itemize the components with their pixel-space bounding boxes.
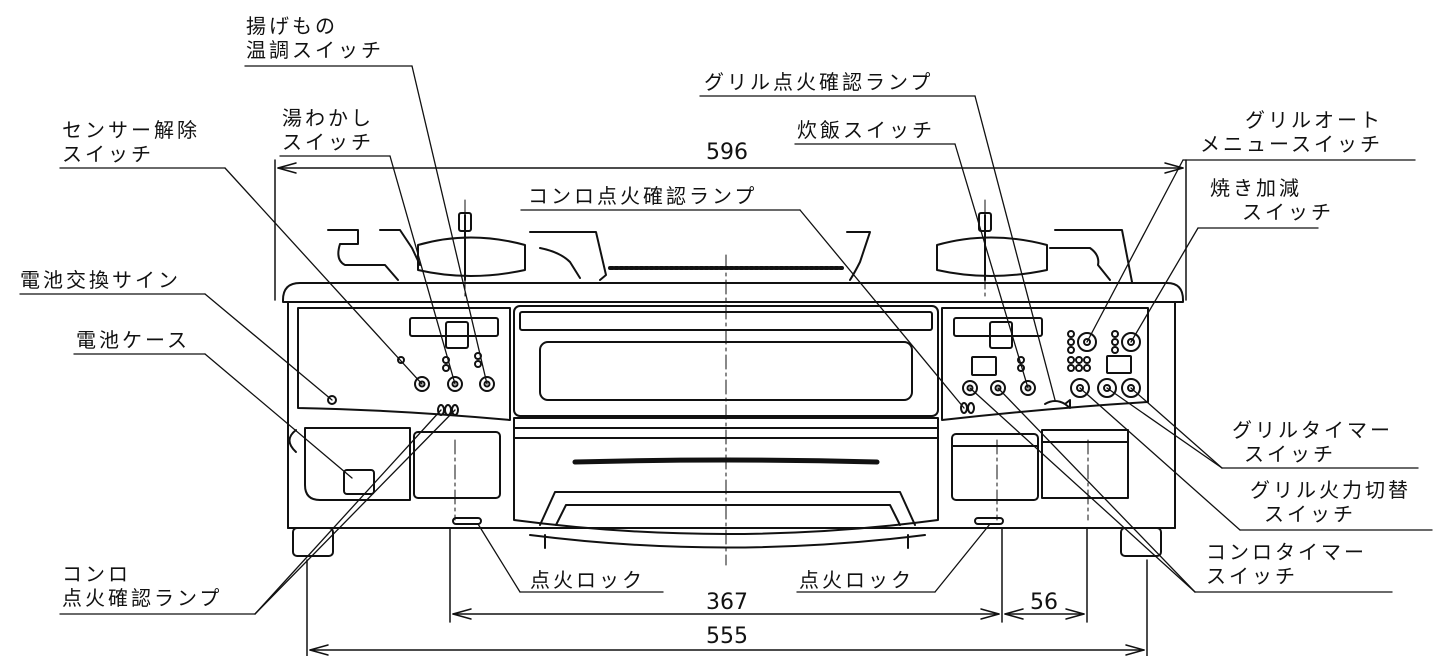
label-ignition-lock-right-text: 点火ロック xyxy=(799,568,914,592)
label-konro-timer-switch: コンロタイマー スイッチ xyxy=(1206,540,1367,588)
label-grill-timer-line1: グリルタイマー xyxy=(1232,418,1393,442)
dimension-555: 555 xyxy=(706,624,748,649)
label-yuwakashi-line1: 湯わかし xyxy=(282,106,374,130)
label-grill-power-switch: グリル火力切替 スイッチ xyxy=(1250,478,1411,526)
dimension-367: 367 xyxy=(706,590,748,615)
label-grill-power-line1: グリル火力切替 xyxy=(1250,478,1411,502)
label-agemono-line2: 温調スイッチ xyxy=(246,38,384,62)
label-grill-auto-line2: メニュースイッチ xyxy=(1200,132,1383,156)
label-konro-lamp-top: コンロ点火確認ランプ xyxy=(528,184,757,208)
dimension-596: 596 xyxy=(706,140,748,165)
label-konro-lamp-top-text: コンロ点火確認ランプ xyxy=(528,184,758,208)
label-agemono-switch: 揚げもの 温調スイッチ xyxy=(246,14,384,62)
label-battery-sign: 電池交換サイン xyxy=(20,268,181,292)
dimension-56: 56 xyxy=(1030,590,1058,615)
label-grill-lamp: グリル点火確認ランプ xyxy=(704,70,933,94)
label-grill-timer-line2: スイッチ xyxy=(1244,442,1336,466)
label-sensor-release-switch: センサー解除 スイッチ xyxy=(62,118,200,166)
label-ignition-lock-right: 点火ロック xyxy=(799,568,914,592)
dimension-lines xyxy=(274,159,1187,656)
label-agemono-line1: 揚げもの xyxy=(246,14,338,38)
label-grill-power-line2: スイッチ xyxy=(1264,502,1356,526)
label-konro-timer-line1: コンロタイマー xyxy=(1206,540,1367,564)
label-yaki-kagen-switch: 焼き加減 スイッチ xyxy=(1210,176,1334,224)
label-yaki-line2: スイッチ xyxy=(1242,200,1334,224)
label-grill-lamp-text: グリル点火確認ランプ xyxy=(704,70,934,94)
leader-lines xyxy=(19,65,1433,615)
label-battery-case: 電池ケース xyxy=(76,328,190,352)
label-sensor-line2: スイッチ xyxy=(62,142,154,166)
label-suihan-text: 炊飯スイッチ xyxy=(797,118,935,142)
label-grill-auto-menu-switch: グリルオート メニュースイッチ xyxy=(1200,108,1383,156)
label-konro-lamp-bottom: コンロ 点火確認ランプ xyxy=(62,562,222,610)
label-yuwakashi-line2: スイッチ xyxy=(282,130,374,154)
label-konro-lamp-bottom-line1: コンロ xyxy=(62,562,131,586)
label-yaki-line1: 焼き加減 xyxy=(1210,176,1302,200)
label-yuwakashi-switch: 湯わかし スイッチ xyxy=(282,106,374,154)
label-ignition-lock-left-text: 点火ロック xyxy=(530,568,645,592)
label-battery-sign-text: 電池交換サイン xyxy=(20,268,181,292)
label-battery-case-text: 電池ケース xyxy=(76,328,190,352)
label-grill-auto-line1: グリルオート xyxy=(1245,108,1383,132)
label-ignition-lock-left: 点火ロック xyxy=(530,568,645,592)
label-grill-timer-switch: グリルタイマー スイッチ xyxy=(1232,418,1393,466)
centerlines xyxy=(454,199,1089,566)
label-sensor-line1: センサー解除 xyxy=(62,118,200,142)
stove-outline xyxy=(282,212,1184,557)
label-konro-lamp-bottom-line2: 点火確認ランプ xyxy=(62,586,223,610)
label-konro-timer-line2: スイッチ xyxy=(1206,564,1298,588)
label-suihan-switch: 炊飯スイッチ xyxy=(797,118,935,142)
